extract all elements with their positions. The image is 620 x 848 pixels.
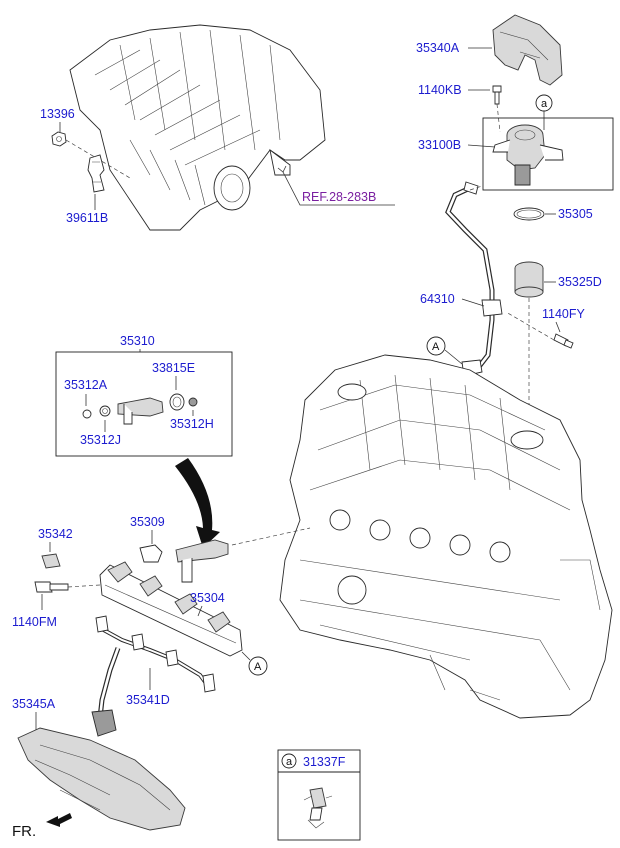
sensor-35342-drawing	[41, 553, 61, 569]
bracket-39611b-drawing	[87, 154, 105, 193]
legend-callout-a-text: a	[286, 756, 293, 768]
part-1140fy-label[interactable]: 1140FY	[542, 307, 586, 321]
engine-block-drawing	[279, 354, 613, 719]
high-pressure-pump-33100b-drawing	[492, 124, 564, 186]
wiring-harness-35341d-drawing	[91, 615, 216, 737]
part-35309-label[interactable]: 35309	[130, 515, 165, 529]
assembly-arrow	[175, 458, 220, 548]
part-1140kb-label[interactable]: 1140KB	[418, 83, 462, 97]
bolt-1140fy-drawing	[553, 333, 574, 349]
callout-A-pipe	[426, 336, 446, 356]
legend-box-a	[277, 749, 361, 841]
part-35312j-label[interactable]: 35312J	[80, 433, 121, 447]
front-direction-label: FR.	[12, 823, 36, 840]
legend-callout-a	[281, 753, 297, 769]
front-direction-arrow	[46, 813, 72, 827]
clip-35309-drawing	[139, 544, 163, 563]
part-35310-label[interactable]: 35310	[120, 334, 155, 348]
part-35342-label[interactable]: 35342	[38, 527, 73, 541]
lifter-35325d-drawing	[514, 261, 544, 298]
part-35340a-label[interactable]: 35340A	[416, 41, 460, 55]
part-1140fm-label[interactable]: 1140FM	[12, 615, 57, 629]
part-35304-label[interactable]: 35304	[190, 591, 225, 605]
part-35305-label[interactable]: 35305	[558, 207, 593, 221]
oring-35305-drawing	[513, 207, 545, 221]
fuel-pipe-64310-drawing	[445, 181, 503, 377]
part-33815e-label[interactable]: 33815E	[152, 361, 195, 375]
injector-box-35310	[55, 351, 233, 457]
part-35341d-label[interactable]: 35341D	[126, 693, 170, 707]
check-valve-31337f-drawing	[303, 787, 333, 829]
pump-cover-35340a-drawing	[492, 14, 563, 86]
part-35312h-label[interactable]: 35312H	[170, 417, 214, 431]
callout-A-pipe-text: A	[432, 341, 440, 353]
injector-assembly-drawing	[175, 539, 229, 583]
bolt-1140fm-drawing	[34, 581, 69, 593]
nut-13396-drawing	[51, 131, 67, 147]
part-33100b-label[interactable]: 33100B	[418, 138, 461, 152]
injector-parts-drawing	[82, 393, 198, 425]
ref-leader-line	[282, 171, 395, 206]
fuel-rail-35304-drawing	[99, 561, 243, 657]
injector-cover-35345a-drawing	[17, 727, 186, 831]
bolt-1140kb-drawing	[492, 85, 502, 105]
intake-manifold-drawing	[69, 24, 326, 231]
callout-a-pump-text: a	[541, 98, 548, 110]
part-64310-label[interactable]: 64310	[420, 292, 455, 306]
part-13396-label[interactable]: 13396	[40, 107, 75, 121]
part-35312a-label[interactable]: 35312A	[64, 378, 108, 392]
part-35345a-label[interactable]: 35345A	[12, 697, 56, 711]
callout-A-rail-text: A	[254, 661, 262, 673]
part-35325d-label[interactable]: 35325D	[558, 275, 602, 289]
ref-28-283b-label[interactable]: REF.28-283B	[302, 190, 376, 204]
part-31337f-label[interactable]: 31337F	[303, 755, 346, 769]
callout-A-rail	[248, 656, 268, 676]
pump-box-33100b	[482, 117, 614, 191]
part-39611b-label[interactable]: 39611B	[66, 211, 108, 225]
